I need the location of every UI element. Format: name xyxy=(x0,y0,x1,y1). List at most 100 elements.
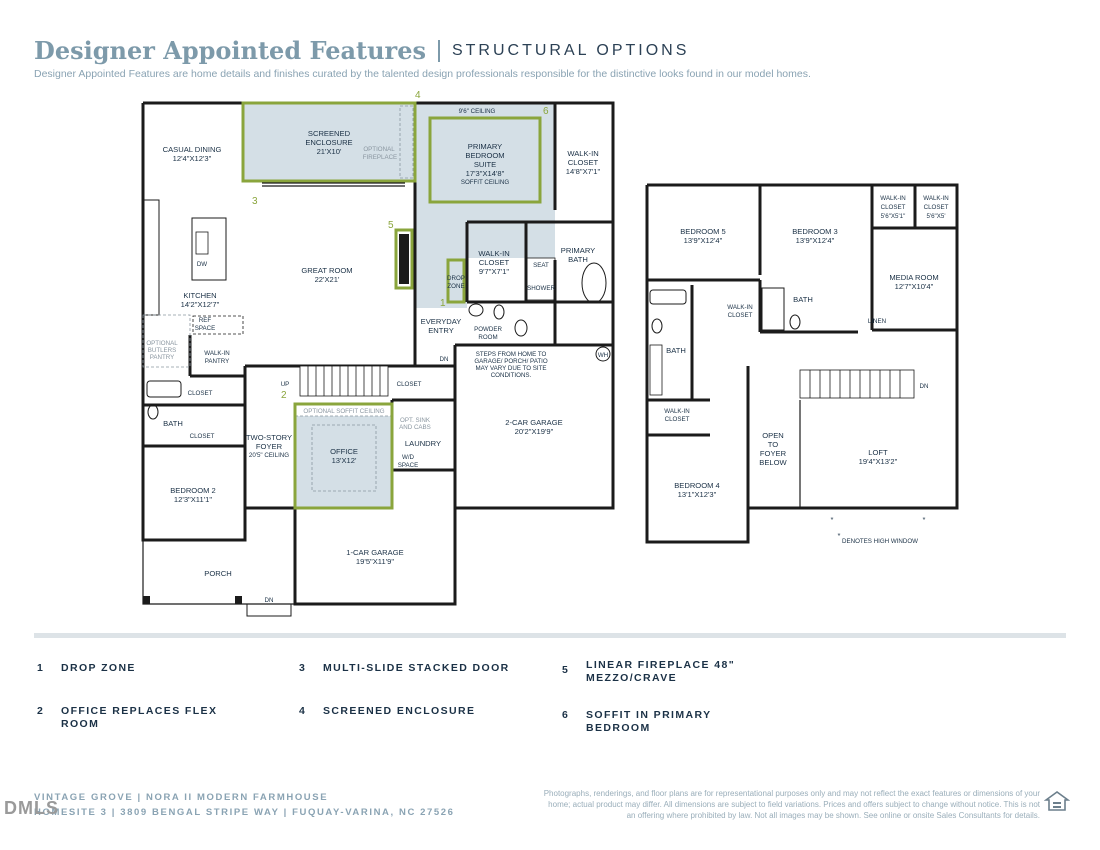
room-label: 2-CAR GARAGE xyxy=(505,418,562,427)
room-size: 9'7"X7'1" xyxy=(479,267,510,276)
marker-4: 4 xyxy=(415,90,421,101)
option-highlights xyxy=(241,101,542,510)
bath2-toilet xyxy=(147,404,159,420)
upper-stairs xyxy=(799,369,915,399)
room-label: PRIMARY xyxy=(468,142,502,151)
disclaimer: Photographs, renderings, and floor plans… xyxy=(543,789,1040,820)
room-label: BEDROOM 4 xyxy=(674,481,720,490)
first-floor-labels: CASUAL DINING 12'4"X12'3" SCREENED ENCLO… xyxy=(146,108,608,604)
equal-housing-icon xyxy=(1044,791,1070,811)
linen-label: LINEN xyxy=(868,318,886,325)
hall-bath-toilet xyxy=(651,318,663,334)
room-label: MEDIA ROOM xyxy=(889,273,938,282)
drop-zone-label: DROP xyxy=(447,275,465,282)
room-label: BATH xyxy=(568,255,588,264)
drop-zone-label: ZONE xyxy=(447,283,464,290)
room-size: 22'X21' xyxy=(315,275,340,284)
room-label: BATH xyxy=(793,295,813,304)
section-divider xyxy=(34,633,1066,638)
bath2-tub xyxy=(146,380,182,398)
wd-label: W/D xyxy=(402,454,415,461)
page-title: Designer Appointed Features xyxy=(34,36,426,65)
room-label: CLOSET xyxy=(665,416,690,423)
main-stairs xyxy=(299,365,389,397)
legend-number: 3 xyxy=(299,662,307,674)
room-label: EVERYDAY xyxy=(421,317,462,326)
powder-room-toilet xyxy=(493,304,505,320)
closet-label: CLOSET xyxy=(190,433,215,440)
legend-text: DROP ZONE xyxy=(61,662,136,674)
porch-post xyxy=(235,596,242,604)
page-description: Designer Appointed Features are home det… xyxy=(34,68,811,80)
office-soffit-inner xyxy=(311,424,377,492)
room-label: OFFICE xyxy=(330,447,358,456)
marker-6: 6 xyxy=(543,106,549,117)
ceiling-note: 9'6" CEILING xyxy=(459,108,496,115)
optional-fireplace-box xyxy=(399,105,414,179)
legend-number: 4 xyxy=(299,705,307,717)
header: Designer Appointed Features STRUCTURAL O… xyxy=(34,36,689,65)
legend-item: 3 MULTI-SLIDE STACKED DOOR xyxy=(299,662,513,675)
primary-toilet xyxy=(514,319,528,337)
screened-enclosure-fill xyxy=(243,103,415,181)
high-window-mark: * xyxy=(838,531,841,540)
mls-watermark: DMLS xyxy=(4,798,59,818)
room-label: SUITE xyxy=(474,160,496,169)
room-size: 20'2"X19'9" xyxy=(515,427,554,436)
room-size: 12'7"X10'4" xyxy=(895,282,934,291)
soffit-note: OPTIONAL SOFFIT CEILING xyxy=(303,408,384,415)
room-size: 17'3"X14'8" xyxy=(466,169,505,178)
primary-bedroom-fill xyxy=(415,103,555,258)
room-label: CLOSET xyxy=(881,204,906,211)
room-label: BEDROOM 2 xyxy=(170,486,216,495)
room-label: FOYER xyxy=(256,442,283,451)
room-label: BATH xyxy=(163,419,183,428)
room-label: KITCHEN xyxy=(183,291,216,300)
room-label: PRIMARY xyxy=(561,246,595,255)
hall-bath-vanity xyxy=(649,344,663,396)
room-size: 13'9"X12'4" xyxy=(796,236,835,245)
sink-note: OPT. SINK xyxy=(400,417,431,424)
legend-number: 5 xyxy=(562,664,570,676)
pantry-note: BUTLERS xyxy=(148,347,177,354)
room-label: SCREENED xyxy=(308,129,351,138)
ref-space-label: SPACE xyxy=(195,325,216,332)
kitchen-counter xyxy=(142,199,160,316)
room-label: WALK-IN xyxy=(664,408,690,415)
room-label: WALK-IN xyxy=(880,195,906,202)
room-size: 13'X12' xyxy=(332,456,357,465)
marker-1: 1 xyxy=(440,298,446,309)
room-size: 12'3"X11'1" xyxy=(174,495,212,504)
room-label: GREAT ROOM xyxy=(301,266,352,275)
room-size: 5'6"X5'1" xyxy=(881,213,906,220)
room-label: WALK-IN xyxy=(727,304,753,311)
high-window-note: DENOTES HIGH WINDOW xyxy=(842,538,918,545)
dw-label: DW xyxy=(197,261,207,268)
marker-3: 3 xyxy=(252,196,258,207)
sink-note: AND CABS xyxy=(399,424,431,431)
title-divider xyxy=(437,39,440,62)
page-subtitle: STRUCTURAL OPTIONS xyxy=(451,41,690,59)
room-label: BEDROOM xyxy=(465,151,504,160)
room-label: TWO-STORY xyxy=(246,433,292,442)
room-label: CLOSET xyxy=(568,158,599,167)
second-floor-walls xyxy=(645,183,959,544)
marker-5: 5 xyxy=(388,220,394,231)
primary-tub xyxy=(581,262,607,304)
room-label: OPEN xyxy=(762,431,784,440)
up-label: UP xyxy=(281,381,290,388)
room-label: CLOSET xyxy=(479,258,510,267)
community-line: VINTAGE GROVE | NORA II MODERN FARMHOUSE xyxy=(34,792,329,803)
room-label: WALK-IN xyxy=(478,249,509,258)
dn-label: DN xyxy=(265,597,274,604)
room-label: POWDER xyxy=(474,326,502,333)
shower-label: SHOWER xyxy=(527,285,555,292)
room-label: WALK-IN xyxy=(204,350,230,357)
steps-note: CONDITIONS. xyxy=(491,372,532,379)
legend-text: SCREENED ENCLOSURE xyxy=(323,705,476,717)
room-label: LOFT xyxy=(868,448,888,457)
porch-step xyxy=(246,603,292,617)
dn-label: DN xyxy=(920,383,929,390)
room-label: BEDROOM 3 xyxy=(792,227,838,236)
